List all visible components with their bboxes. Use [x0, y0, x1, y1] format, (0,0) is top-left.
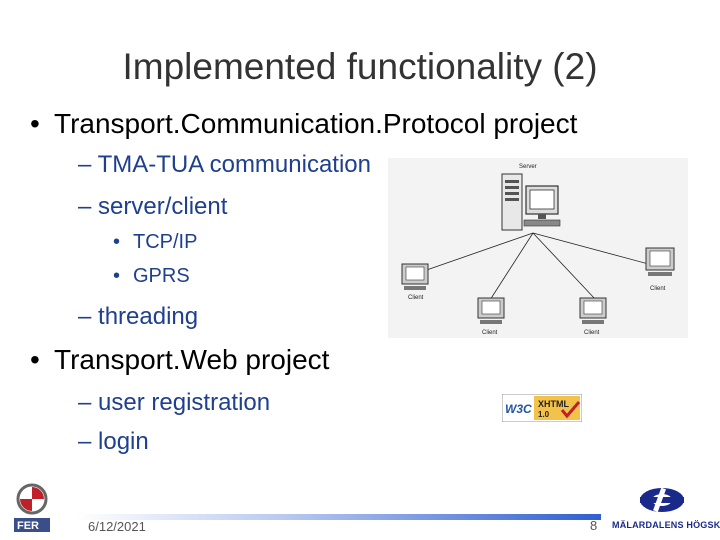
- footer-bar: [76, 514, 601, 520]
- slide-number: 8: [590, 518, 598, 533]
- network-diagram: Server Client Client Client Client: [388, 158, 688, 338]
- client-left-label: Client: [408, 295, 424, 301]
- dash-marker: –: [78, 151, 92, 178]
- sub-bullet-user-registration: – user registration: [78, 389, 270, 417]
- bullet-marker: •: [113, 231, 121, 253]
- client-right-icon: [645, 247, 675, 276]
- sub-bullet-tma-tua: – TMA-TUA communication: [78, 151, 371, 179]
- bullet-marker: •: [113, 265, 121, 287]
- malardalens-logo: [640, 487, 684, 512]
- sub-bullet-threading: – threading: [78, 303, 198, 331]
- bullet-text: Transport.Communication.Protocol project: [54, 108, 578, 139]
- sub-bullet-text: user registration: [98, 389, 271, 416]
- sub-bullet-text: server/client: [98, 193, 228, 220]
- bullet-marker: •: [30, 108, 40, 139]
- slide-title: Implemented functionality (2): [122, 46, 598, 87]
- fer-logo-text: FER: [17, 520, 39, 532]
- client-left-icon: [401, 263, 429, 290]
- server-icon: [501, 173, 561, 231]
- malardalens-logo-text: MÄLARDALENS HÖGSKOLA: [612, 520, 720, 530]
- xhtml-text: XHTML: [538, 399, 569, 409]
- bullet-transport-web: • Transport.Web project: [30, 344, 329, 376]
- w3c-text: W3C: [505, 402, 532, 416]
- sub-bullet-login: – login: [78, 428, 149, 456]
- sub-sub-bullet-text: TCP/IP: [133, 231, 198, 253]
- server-label: Server: [519, 164, 537, 170]
- sub-sub-bullet-tcpip: • TCP/IP: [113, 231, 197, 254]
- dash-marker: –: [78, 428, 92, 455]
- dash-marker: –: [78, 193, 92, 220]
- sub-sub-bullet-text: GPRS: [133, 265, 190, 287]
- client-right-label: Client: [650, 286, 666, 292]
- w3c-xhtml-badge: W3C XHTML 1.0: [502, 394, 582, 422]
- network-diagram-image: Server Client Client Client Client: [401, 164, 675, 336]
- bullet-text: Transport.Web project: [54, 344, 330, 375]
- client-bottom-left-icon: [477, 297, 505, 324]
- xhtml-version-text: 1.0: [538, 410, 550, 419]
- sub-bullet-text: TMA-TUA communication: [97, 151, 371, 178]
- sub-bullet-text: login: [98, 428, 149, 455]
- sub-bullet-text: threading: [98, 303, 199, 330]
- sub-sub-bullet-gprs: • GPRS: [113, 265, 190, 288]
- fer-logo: FER: [14, 483, 50, 532]
- checkmark-icon: [560, 401, 581, 419]
- connection-lines: [417, 232, 657, 301]
- client-bottom-right-label: Client: [584, 330, 600, 336]
- dash-marker: –: [78, 303, 92, 330]
- bullet-transport-communication: • Transport.Communication.Protocol projec…: [30, 108, 577, 140]
- client-bottom-left-label: Client: [482, 330, 498, 336]
- client-bottom-right-icon: [579, 297, 607, 324]
- bullet-marker: •: [30, 344, 40, 375]
- footer-date: 6/12/2021: [88, 519, 146, 534]
- dash-marker: –: [78, 389, 92, 416]
- sub-bullet-server-client: – server/client: [78, 193, 227, 221]
